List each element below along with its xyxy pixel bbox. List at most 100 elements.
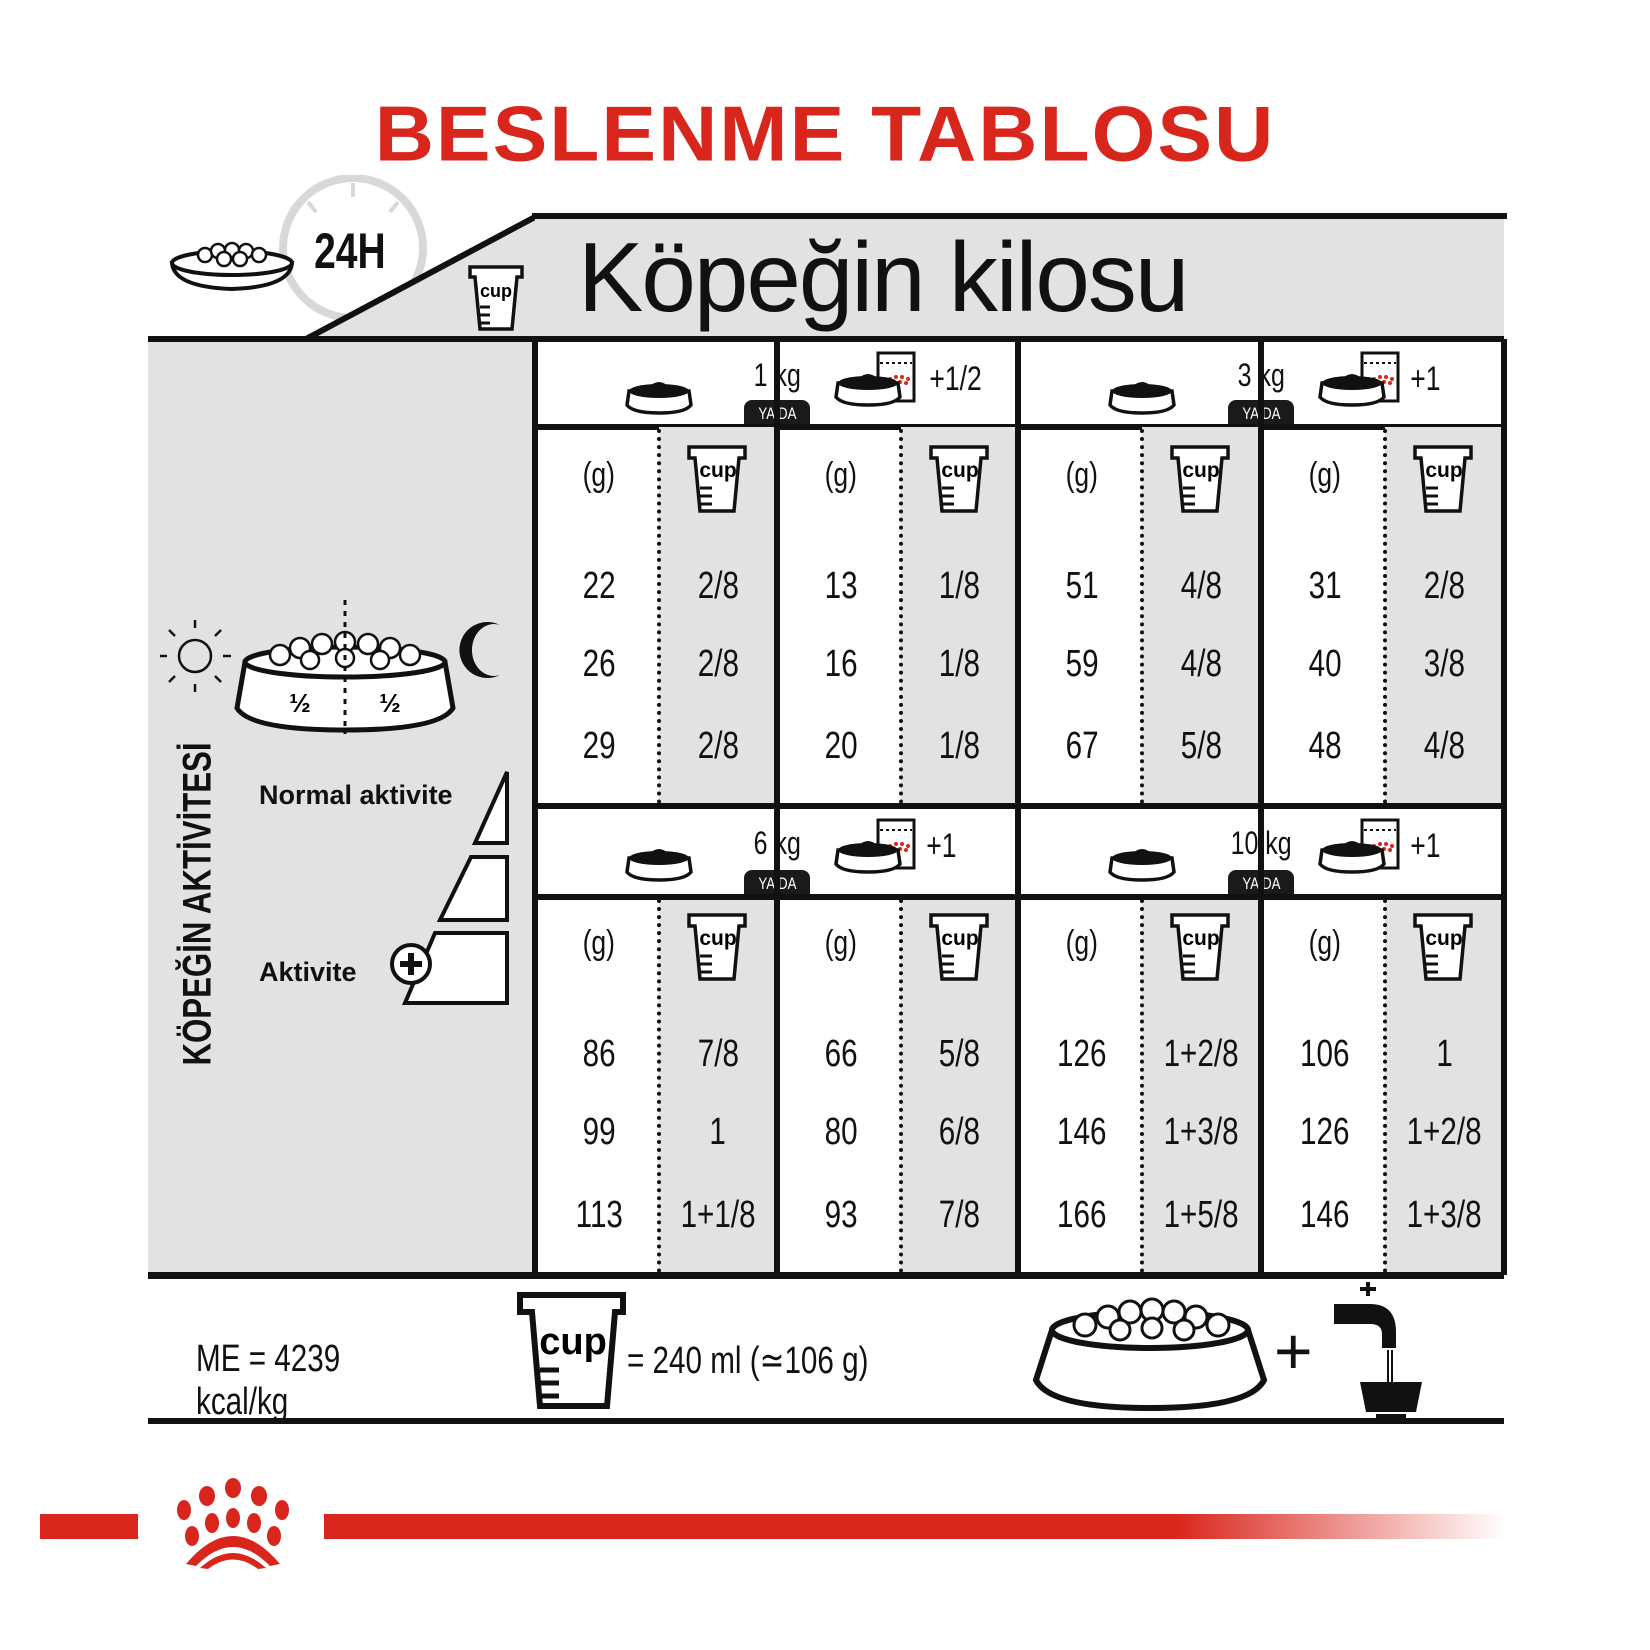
brand-bar-left (40, 1514, 138, 1539)
bowl-plus-wet-food-icon (832, 349, 922, 414)
svg-text:½: ½ (289, 688, 311, 718)
bowl-plus-wet-food-icon (1316, 816, 1406, 881)
grams-cell: 40 (1308, 643, 1342, 685)
grams-cell: 13 (824, 565, 858, 607)
cup-icon: cup (927, 911, 991, 988)
cup-icon: cup (1168, 443, 1232, 520)
bowl-plus-wet-food-icon (1316, 349, 1406, 414)
high-activity-label: Aktivite (259, 957, 357, 987)
grams-header: (g) (1308, 924, 1342, 962)
grams-header: (g) (582, 924, 616, 962)
cups-cell: 1/8 (938, 565, 981, 607)
cups-cell: 7/8 (938, 1194, 981, 1236)
weight-header (535, 216, 1504, 339)
moon-icon (459, 622, 500, 678)
bowl-icon (623, 836, 713, 891)
activity-level-icon (390, 771, 509, 1005)
grams-cell: 20 (824, 725, 858, 767)
cups-cell: 7/8 (697, 1033, 739, 1075)
cup-icon: cup (1411, 911, 1475, 988)
grams-cell: 106 (1300, 1033, 1350, 1075)
svg-text:cup: cup (941, 459, 978, 482)
bowl-icon (623, 369, 713, 424)
cups-cell: 1+2/8 (1406, 1111, 1483, 1153)
cup-icon: cup (1411, 443, 1475, 520)
cups-cell: 1+2/8 (1163, 1033, 1240, 1075)
cups-cell: 2/8 (697, 643, 739, 685)
cups-cell: 1 (1436, 1033, 1453, 1075)
svg-text:cup: cup (539, 1321, 607, 1363)
grams-cell: 66 (824, 1033, 858, 1075)
svg-text:½: ½ (379, 688, 401, 718)
cups-cell: 4/8 (1423, 725, 1466, 767)
cups-cell: 1+1/8 (680, 1194, 756, 1236)
column-divider (1501, 339, 1507, 1275)
cups-cell: 1/8 (938, 725, 981, 767)
cups-cell: 1+5/8 (1163, 1194, 1240, 1236)
brand-bar-right (324, 1514, 1506, 1539)
wet-food-portion: +1 (1410, 827, 1441, 865)
dotted-divider (1140, 899, 1144, 1273)
dotted-divider (899, 899, 903, 1273)
bowl-icon (1106, 836, 1196, 891)
cup-icon: cup (685, 443, 749, 520)
svg-text:cup: cup (480, 281, 512, 301)
grams-cell: 26 (582, 643, 616, 685)
bowl-icon (1106, 369, 1196, 424)
cup-icon: cup (685, 911, 749, 988)
bowl-icon (169, 241, 295, 292)
cups-cell: 4/8 (1180, 643, 1223, 685)
divider (535, 803, 1504, 809)
grams-cell: 93 (824, 1194, 858, 1236)
day-night-split-icon: ½ ½ (160, 600, 500, 734)
dotted-divider (899, 429, 903, 804)
divider (535, 894, 1504, 900)
cups-cell: 1+3/8 (1163, 1111, 1240, 1153)
normal-activity-label: Normal aktivite (259, 780, 453, 810)
grams-cell: 67 (1065, 725, 1099, 767)
plus-sign: + (1274, 1314, 1313, 1388)
grams-header: (g) (824, 924, 858, 962)
cups-cell: 2/8 (697, 565, 739, 607)
grams-header: (g) (1308, 456, 1342, 494)
svg-text:cup: cup (1182, 927, 1219, 950)
water-tap-icon (1334, 1282, 1422, 1419)
activity-vertical-label: KÖPEĞİN AKTİVİTESİ (175, 742, 220, 1066)
cups-cell: 2/8 (697, 725, 739, 767)
svg-text:cup: cup (1425, 459, 1462, 482)
dotted-divider (1140, 429, 1144, 804)
activity-panel (148, 342, 535, 1275)
svg-text:cup: cup (1425, 927, 1462, 950)
dotted-divider (657, 429, 661, 804)
svg-text:cup: cup (1182, 459, 1219, 482)
dotted-divider (657, 899, 661, 1273)
page-title: BESLENME TABLOSU (374, 91, 1276, 178)
wet-food-portion: +1 (1410, 360, 1441, 398)
grams-header: (g) (1065, 456, 1099, 494)
cups-cell: 1 (709, 1111, 727, 1153)
weight-header-title: Köpeğin kilosu (578, 222, 1189, 332)
cup-icon: cup (468, 265, 524, 331)
cups-cell: 5/8 (1180, 725, 1223, 767)
cups-cell: 4/8 (1180, 565, 1223, 607)
cups-cell: 2/8 (1423, 565, 1466, 607)
cups-cell: 5/8 (938, 1033, 981, 1075)
wet-food-portion: +1/2 (929, 360, 982, 398)
grams-cell: 146 (1057, 1111, 1107, 1153)
divider (535, 336, 1504, 342)
grams-cell: 59 (1065, 643, 1099, 685)
sun-icon (160, 620, 231, 692)
svg-text:cup: cup (699, 927, 736, 950)
grams-cell: 166 (1057, 1194, 1107, 1236)
cups-cell: 1/8 (938, 643, 981, 685)
wet-food-portion: +1 (926, 827, 957, 865)
cup-icon: cup (1168, 911, 1232, 988)
grams-header: (g) (1065, 924, 1099, 962)
grams-cell: 51 (1065, 565, 1099, 607)
bowl-icon: ½ ½ (234, 600, 456, 734)
bowl-icon (1032, 1297, 1268, 1412)
grams-cell: 126 (1300, 1111, 1350, 1153)
cup-equivalent: = 240 ml (≃106 g) (627, 1340, 869, 1382)
grams-cell: 31 (1308, 565, 1342, 607)
cups-cell: 6/8 (938, 1111, 981, 1153)
